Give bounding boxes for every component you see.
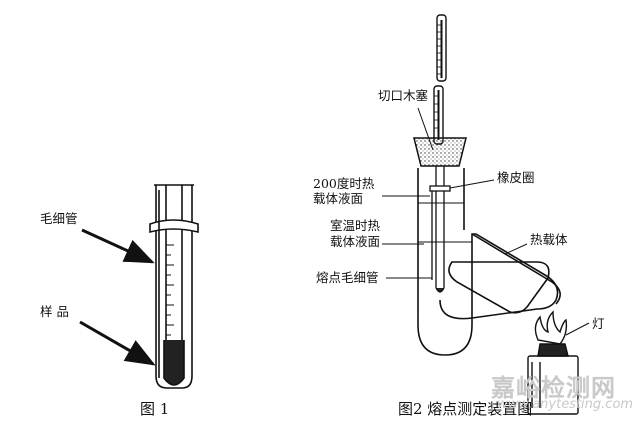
sample-pointer-arrow — [79, 320, 156, 366]
label-lamp: 灯 — [592, 316, 605, 331]
label-level-room-line2: 载体液面 — [330, 234, 381, 249]
label-level-room-line1: 室温时热 — [330, 218, 381, 233]
figure2-thiele-tube — [417, 168, 561, 356]
label-heat-carrier: 热载体 — [530, 232, 568, 247]
figure1-thermometer — [149, 184, 199, 389]
label-cork: 切口木塞 — [378, 88, 429, 103]
figure2-thermometer-ticks — [434, 24, 441, 129]
figure2-thermometer-top — [433, 14, 447, 145]
watermark-url: www.anytesting.com — [497, 397, 634, 412]
label-level-200-line1: 200度时热 — [313, 176, 375, 191]
label-rubber-ring: 橡皮圈 — [497, 170, 535, 185]
figure1-scale-ticks — [166, 244, 174, 336]
label-sample: 样 品 — [40, 304, 69, 319]
label-capillary: 毛细管 — [40, 211, 78, 226]
figure2-caption: 图2 熔点测定装置图 — [398, 400, 533, 418]
label-level-200-line2: 载体液面 — [313, 191, 364, 206]
capillary-pointer-arrow — [81, 228, 155, 264]
figure1-caption: 图 1 — [140, 400, 170, 418]
lamp-icon — [527, 310, 579, 415]
watermark-brand: 嘉峪检测网 — [491, 374, 616, 402]
figure2-inner-thermometer — [429, 166, 451, 293]
figure2-cork — [413, 137, 467, 167]
label-mp-capillary: 熔点毛细管 — [316, 270, 379, 285]
figure2-leader-lines — [382, 107, 590, 336]
